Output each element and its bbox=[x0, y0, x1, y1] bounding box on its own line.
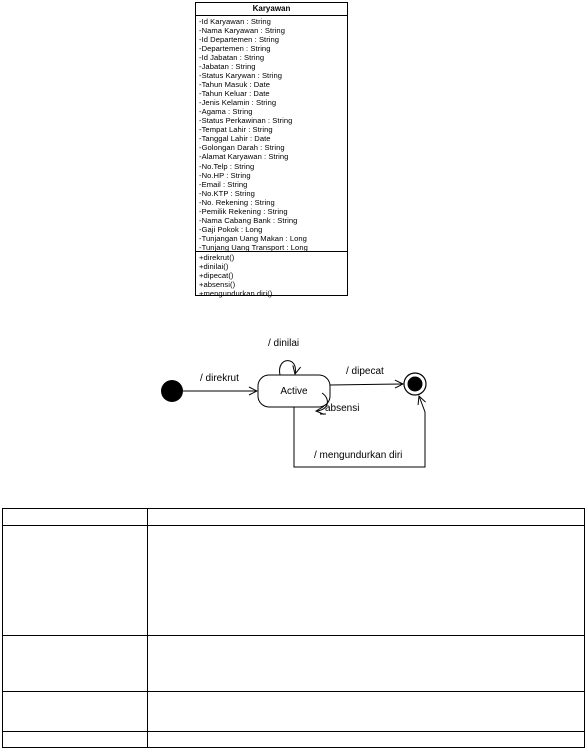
transition-dinilai bbox=[279, 360, 296, 376]
operation-item: +mengundurkan diri() bbox=[199, 289, 273, 299]
attribute-item: -Tanggal Lahir : Date bbox=[199, 134, 271, 144]
table-cell bbox=[2, 731, 148, 748]
attribute-item: -Status Perkawinan : String bbox=[199, 116, 293, 126]
operation-item: +absensi() bbox=[199, 280, 236, 290]
class-name: Karyawan bbox=[196, 3, 347, 16]
attribute-item: -Gaji Pokok : Long bbox=[199, 224, 263, 234]
attribute-item: -Jabatan : String bbox=[199, 62, 256, 72]
label-dipecat: / dipecat bbox=[346, 366, 384, 377]
attribute-item: -Nama Cabang Bank : String bbox=[199, 215, 298, 225]
attribute-item: -Tahun Masuk : Date bbox=[199, 80, 271, 90]
state-active-label: Active bbox=[280, 386, 308, 397]
attribute-item: -No. Rekening : String bbox=[199, 197, 275, 207]
label-direkrut: / direkrut bbox=[200, 373, 239, 384]
initial-state bbox=[161, 380, 183, 402]
transition-absensi bbox=[316, 392, 328, 411]
state-diagram: Active / direkrut / dinilai / dipecat ab… bbox=[161, 338, 427, 468]
table-cell bbox=[2, 691, 148, 732]
attribute-item: -Email : String bbox=[199, 179, 248, 189]
attribute-item: -Agama : String bbox=[199, 107, 253, 117]
attribute-item: -Id Departemen : String bbox=[199, 35, 280, 45]
attribute-item: -Jenis Kelamin : String bbox=[199, 98, 277, 108]
table-cell bbox=[2, 525, 148, 636]
table-cell bbox=[147, 635, 585, 692]
operation-list: +direkrut()+dinilai()+dipecat()+absensi(… bbox=[196, 252, 347, 298]
table-row bbox=[2, 691, 585, 732]
table-row bbox=[2, 525, 585, 636]
attribute-item: -No.KTP : String bbox=[199, 188, 255, 198]
label-dinilai: / dinilai bbox=[268, 338, 299, 349]
attribute-item: -Status Karywan : String bbox=[199, 71, 283, 81]
table-row bbox=[2, 635, 585, 692]
attribute-item: -Alamat Karyawan : String bbox=[199, 152, 289, 162]
attribute-list: -Id Karyawan : String-Nama Karyawan : St… bbox=[196, 16, 347, 252]
attribute-item: -Tahun Keluar : Date bbox=[199, 89, 270, 99]
attribute-item: -Pemilik Rekening : String bbox=[199, 206, 288, 216]
final-state-inner bbox=[407, 376, 423, 392]
attribute-item: -Nama Karyawan : String bbox=[199, 26, 285, 36]
label-absensi: absensi bbox=[325, 403, 359, 414]
attribute-item: -No.HP : String bbox=[199, 170, 251, 180]
attribute-item: -Id Jabatan : String bbox=[199, 53, 265, 63]
label-mengundurkan-diri: / mengundurkan diri bbox=[314, 450, 402, 461]
transition-mengundurkan-diri bbox=[293, 396, 425, 468]
table-cell bbox=[2, 635, 148, 692]
operation-item: +dinilai() bbox=[199, 262, 229, 272]
attribute-item: -Id Karyawan : String bbox=[199, 17, 271, 26]
table-cell bbox=[147, 691, 585, 732]
attribute-item: -Golongan Darah : String bbox=[199, 143, 285, 153]
table-cell bbox=[147, 508, 585, 526]
table-row bbox=[2, 508, 585, 526]
attribute-item: -Tunjangan Uang Makan : Long bbox=[199, 233, 307, 243]
attribute-item: -Departemen : String bbox=[199, 44, 271, 54]
table-row bbox=[2, 731, 585, 748]
operation-item: +direkrut() bbox=[199, 253, 235, 262]
spec-table bbox=[2, 508, 585, 748]
class-karyawan: Karyawan -Id Karyawan : String-Nama Kary… bbox=[195, 2, 348, 298]
transition-dipecat bbox=[329, 384, 403, 385]
attribute-item: -No.Telp : String bbox=[199, 161, 255, 171]
table-cell bbox=[147, 525, 585, 636]
attribute-item: -Tunjang Uang Transport : Long bbox=[199, 242, 308, 252]
table-cell bbox=[147, 731, 585, 748]
operation-item: +dipecat() bbox=[199, 271, 234, 281]
table-cell bbox=[2, 508, 148, 526]
attribute-item: -Tempat Lahir : String bbox=[199, 125, 273, 135]
